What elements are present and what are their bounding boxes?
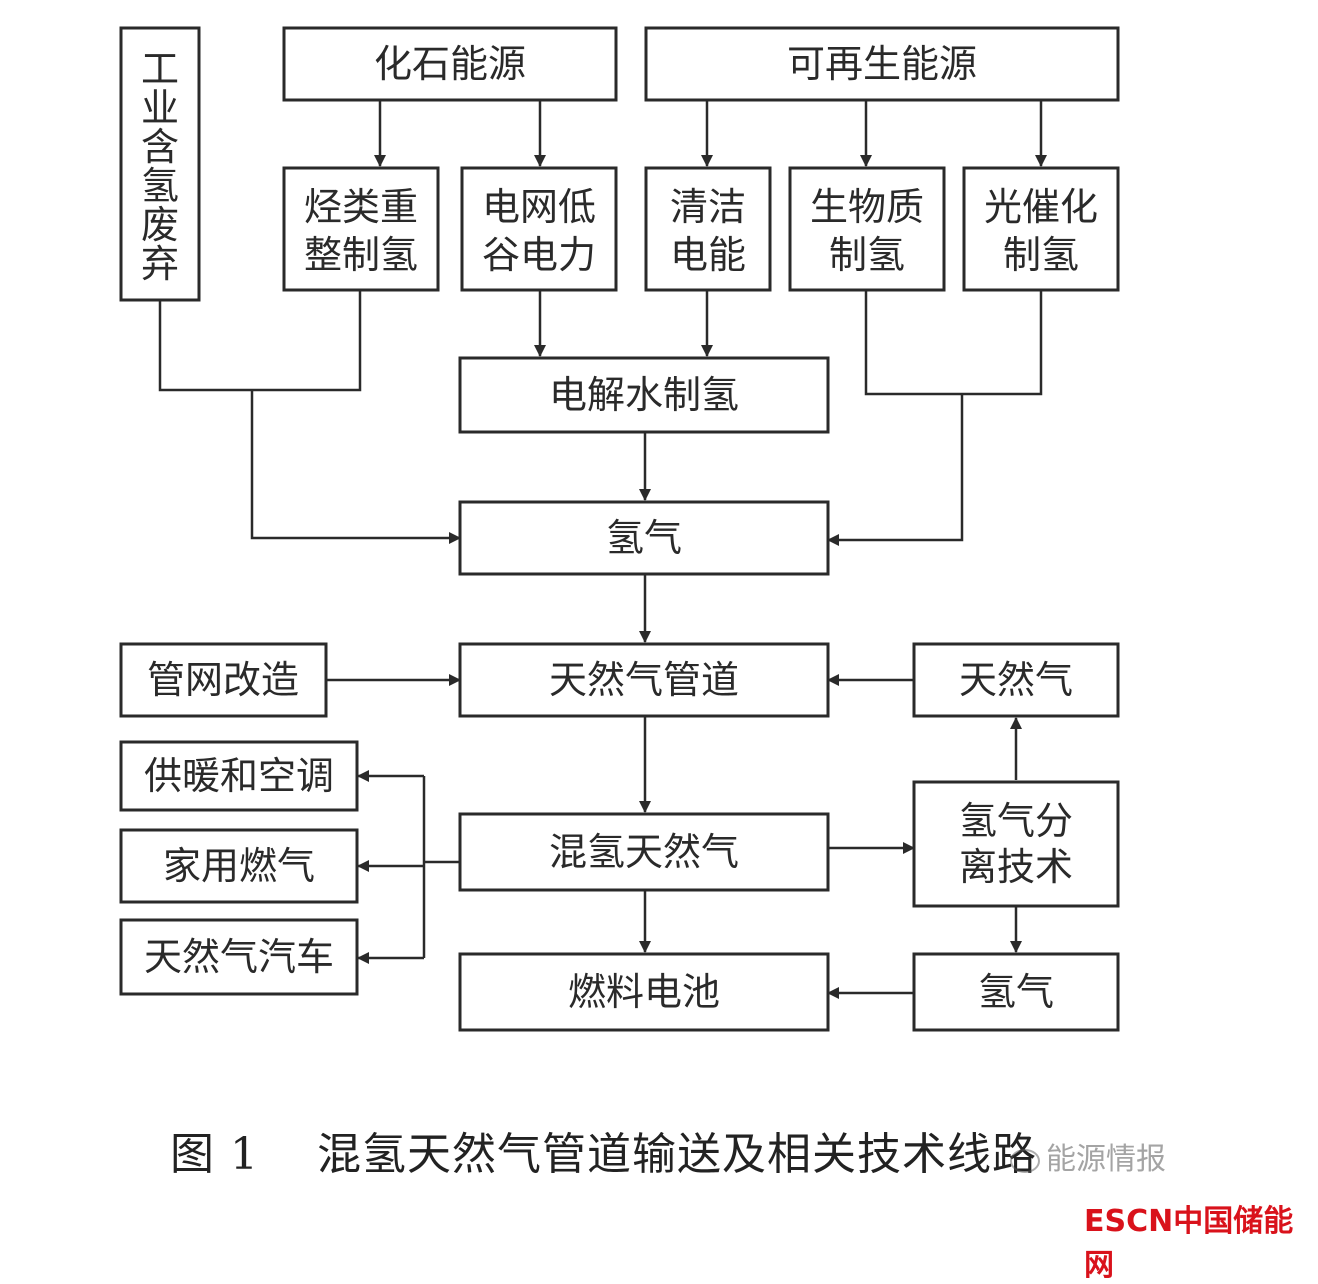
- label-biomass-2: 制氢: [829, 233, 905, 277]
- box-separation: [912, 780, 1120, 908]
- wechat-icon: [1010, 1148, 1040, 1173]
- label-pipeline-retrofit: 管网改造: [147, 658, 299, 702]
- label-industrial-waste-char: 含: [141, 125, 179, 169]
- connectors: [158, 100, 1047, 999]
- flow-diagram: 工业含氢废弃 化石能源 可再生能源 烃类重 整制氢 电网低 谷电力 清洁 电能 …: [119, 26, 1120, 1032]
- label-natural-gas: 天然气: [959, 658, 1073, 702]
- box-electrolysis: [458, 356, 830, 434]
- box-fossil: [282, 26, 618, 102]
- label-ng-pipeline: 天然气管道: [549, 658, 739, 702]
- box-hydrogen: [458, 500, 830, 576]
- box-hydrogen-out: [912, 952, 1120, 1032]
- box-ng-pipeline: [458, 642, 830, 718]
- label-industrial-waste-char: 工: [141, 47, 179, 91]
- label-ng-vehicle: 天然气汽车: [144, 935, 334, 979]
- label-renewable: 可再生能源: [787, 42, 977, 86]
- box-domestic-gas: [119, 828, 359, 904]
- box-photocatalysis: [962, 166, 1120, 292]
- label-separation-2: 离技术: [959, 845, 1073, 889]
- arrow-left-merge-to-hydrogen: [250, 390, 461, 544]
- label-clean-2: 电能: [670, 233, 746, 277]
- escn-watermark: ESCN中国储能网: [1084, 1204, 1294, 1283]
- label-domestic-gas: 家用燃气: [163, 844, 315, 888]
- label-photo-2: 制氢: [1003, 233, 1079, 277]
- connector-waste-reform-merge: [158, 290, 362, 392]
- label-separation-1: 氢气分: [959, 799, 1073, 843]
- wechat-watermark: 能源情报: [1010, 1134, 1166, 1178]
- label-heating-ac: 供暖和空调: [144, 754, 334, 798]
- box-pipeline-retrofit: [119, 642, 328, 718]
- box-clean-power: [644, 166, 772, 292]
- label-grid-2: 谷电力: [482, 233, 596, 277]
- box-fuel-cell: [458, 952, 830, 1032]
- label-industrial-waste-char: 废: [141, 203, 179, 247]
- label-grid-1: 电网低: [482, 185, 596, 229]
- box-biomass: [788, 166, 946, 292]
- boxes: 工业含氢废弃 化石能源 可再生能源 烃类重 整制氢 电网低 谷电力 清洁 电能 …: [119, 26, 1120, 1032]
- box-heating-ac: [119, 740, 359, 812]
- figure-caption: 图 1 混氢天然气管道输送及相关技术线路: [170, 1118, 1037, 1182]
- label-industrial-waste: 工业含氢废弃: [141, 47, 179, 286]
- label-hydrogen-out: 氢气: [978, 970, 1054, 1014]
- label-fuel-cell: 燃料电池: [568, 970, 720, 1014]
- box-hydrocarbon-reform: [282, 166, 440, 292]
- label-industrial-waste-char: 弃: [141, 242, 179, 286]
- box-industrial-waste: [119, 26, 201, 302]
- connector-biomass-photo-merge: [864, 290, 1043, 396]
- label-industrial-waste-char: 氢: [141, 164, 179, 208]
- box-grid-offpeak: [460, 166, 618, 292]
- label-hydrogen: 氢气: [606, 516, 682, 560]
- label-reform-2: 整制氢: [304, 233, 418, 277]
- label-photo-1: 光催化: [984, 185, 1098, 229]
- box-natural-gas: [912, 642, 1120, 718]
- label-clean-1: 清洁: [670, 185, 746, 229]
- label-electrolysis: 电解水制氢: [549, 373, 739, 417]
- label-reform-1: 烃类重: [304, 185, 418, 229]
- figure-number: 图 1: [170, 1129, 259, 1180]
- box-ng-vehicle: [119, 918, 359, 996]
- box-blended-gas: [458, 812, 830, 892]
- arrow-right-merge-to-hydrogen: [827, 394, 964, 546]
- figure-title: 混氢天然气管道输送及相关技术线路: [316, 1129, 1037, 1180]
- box-renewable: [644, 26, 1120, 102]
- label-industrial-waste-char: 业: [141, 86, 179, 130]
- label-blended-gas: 混氢天然气: [549, 830, 739, 874]
- label-fossil: 化石能源: [374, 42, 526, 86]
- label-biomass-1: 生物质: [810, 185, 924, 229]
- wechat-watermark-text: 能源情报: [1046, 1142, 1166, 1177]
